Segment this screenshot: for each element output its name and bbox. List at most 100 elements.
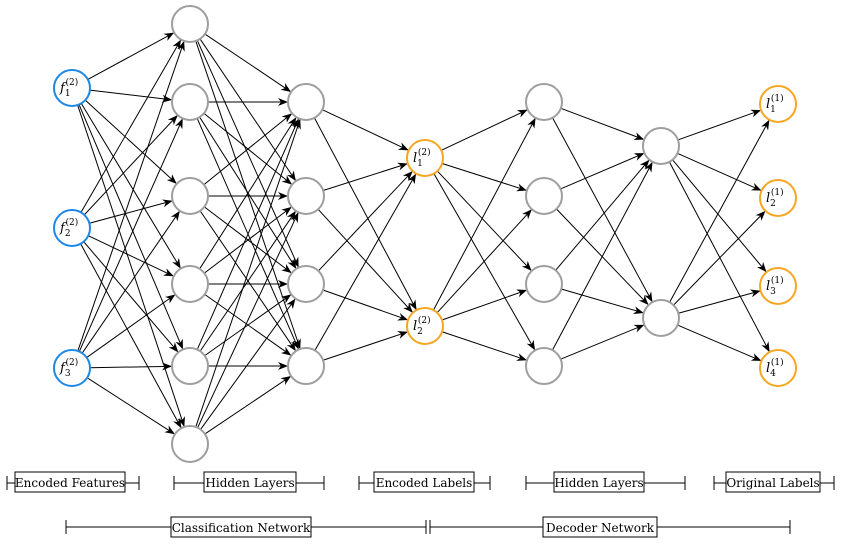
- neuron-hidden-3-3: [525, 265, 563, 303]
- neuron-label: l2(1): [766, 187, 784, 209]
- caption-encoded-labels: Encoded Labels: [358, 471, 491, 493]
- connection-edge: [196, 118, 299, 350]
- layer-hidden-1: [171, 5, 209, 463]
- layer-hidden-3: [525, 83, 563, 385]
- connection-edge: [317, 208, 413, 313]
- layer-encoded-features: f1(2)f2(2)f3(2): [53, 69, 91, 387]
- connection-edge: [195, 119, 301, 428]
- neurons: f1(2)f2(2)f3(2)l1(2)l2(2)l1(1)l2(1)l3(1)…: [53, 5, 797, 463]
- neuron-label: l3(1): [766, 275, 784, 297]
- neuron-label: f1(2): [59, 77, 78, 99]
- caption-text: Hidden Layers: [554, 476, 643, 490]
- neuron-hidden-2-1: [287, 83, 325, 121]
- neuron-hidden-3-2: [525, 177, 563, 215]
- neuron-original-labels-3: [759, 267, 797, 305]
- connection-edge: [441, 163, 527, 192]
- layer-hidden-4: [642, 127, 680, 337]
- connection-edge: [203, 113, 293, 186]
- connection-edge: [199, 210, 296, 352]
- connection-edge: [677, 152, 762, 191]
- connection-edge: [199, 117, 297, 270]
- neuron-hidden-4-1: [642, 127, 680, 165]
- connection-edge: [77, 41, 185, 352]
- caption-text: Classification Network: [172, 521, 311, 535]
- connection-edge: [322, 109, 409, 151]
- connection-edge: [560, 153, 645, 190]
- connection-edge: [555, 159, 650, 271]
- neuron-encoded-features-2: [53, 209, 91, 247]
- neuron-original-labels-1: [759, 85, 797, 123]
- connection-edge: [87, 32, 175, 80]
- caption-text: Original Labels: [726, 476, 819, 490]
- connection-edge: [560, 324, 645, 360]
- caption-hidden-layers-2: Hidden Layers: [525, 471, 686, 493]
- connection-edge: [322, 289, 409, 321]
- connection-edge: [196, 40, 299, 268]
- neuron-encoded-labels-1: [406, 139, 444, 177]
- neuron-original-labels-2: [759, 179, 797, 217]
- connection-edge: [83, 115, 178, 216]
- neuron-hidden-1-6: [171, 425, 209, 463]
- neuron-label: l1(1): [766, 93, 784, 115]
- caption-text: Encoded Labels: [376, 476, 473, 490]
- neuron-label: l1(2): [413, 147, 431, 169]
- network-captions: Classification Network Decoder Network: [65, 516, 791, 538]
- connection-edge: [200, 298, 296, 430]
- connection-edge: [197, 212, 299, 428]
- connection-edge: [672, 159, 767, 273]
- connection-edge: [673, 210, 766, 306]
- neuron-hidden-3-1: [525, 83, 563, 121]
- caption-decoder-network: Decoder Network: [429, 516, 791, 538]
- connection-edge: [441, 109, 528, 151]
- connection-edge: [89, 362, 172, 371]
- connection-edge: [668, 161, 770, 353]
- neuron-hidden-1-1: [171, 5, 209, 43]
- neuron-hidden-1-5: [171, 347, 209, 385]
- connection-edge: [80, 103, 181, 269]
- connection-edge: [86, 294, 176, 358]
- connection-edge: [204, 206, 292, 274]
- connection-edge: [560, 107, 645, 140]
- neuron-hidden-2-4: [287, 347, 325, 385]
- connection-edge: [313, 117, 417, 311]
- connection-edge: [204, 33, 292, 92]
- connection-edge: [436, 170, 532, 271]
- connection-edge: [441, 289, 528, 321]
- connection-edge: [561, 288, 644, 315]
- caption-text: Encoded Features: [15, 476, 125, 490]
- connection-edge: [677, 324, 762, 361]
- connection-edge: [669, 119, 770, 303]
- connection-edge: [78, 104, 184, 350]
- connection-edge: [441, 331, 527, 361]
- neuron-hidden-1-4: [171, 265, 209, 303]
- caption-encoded-features: Encoded Features: [6, 471, 140, 493]
- neuron-label: f2(2): [59, 217, 78, 239]
- connection-edge: [89, 89, 173, 103]
- connection-edge: [80, 39, 181, 213]
- connection-edge: [552, 161, 653, 351]
- neuron-hidden-2-2: [287, 177, 325, 215]
- caption-classification-network: Classification Network: [65, 516, 427, 538]
- connection-edge: [78, 118, 183, 352]
- connection-edge: [677, 109, 762, 141]
- layer-encoded-labels: l1(2)l2(2): [406, 139, 444, 345]
- connection-edge: [322, 331, 408, 361]
- caption-text: Decoder Network: [546, 521, 655, 535]
- connection-edge: [77, 104, 185, 427]
- connection-edge: [314, 173, 417, 351]
- connection-edge: [436, 209, 532, 314]
- layer-original-labels: l1(1)l2(1)l3(1)l4(1): [759, 85, 797, 387]
- neuron-hidden-3-4: [525, 347, 563, 385]
- caption-original-labels: Original Labels: [713, 471, 835, 493]
- connection-edge: [322, 162, 408, 191]
- connection-edge: [204, 376, 292, 435]
- neuron-encoded-features-1: [53, 69, 91, 107]
- connection-edge: [80, 243, 182, 429]
- connection-edge: [88, 235, 174, 277]
- connection-edge: [199, 38, 296, 182]
- connection-edge: [89, 199, 173, 224]
- neuron-encoded-features-3: [53, 349, 91, 387]
- connection-edge: [204, 294, 292, 357]
- neuron-original-labels-4: [759, 349, 797, 387]
